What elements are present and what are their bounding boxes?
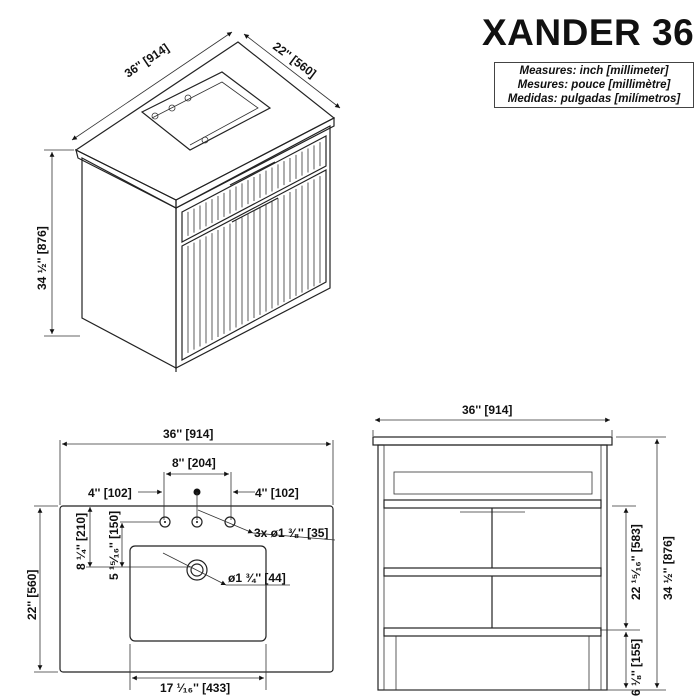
top-drawer-handle (229, 161, 276, 186)
middle-rail (383, 567, 602, 577)
spread-label: 8'' [204] (172, 456, 216, 470)
units-es: Medidas: pulgadas [milímetros] (507, 93, 681, 105)
countertop-front (372, 436, 613, 446)
units-fr: Mesures: pouce [millimètre] (517, 79, 671, 91)
cabinet-height-label: 22 ¹⁵⁄₁₆'' [583] (629, 524, 643, 600)
lower-rail (383, 627, 602, 637)
drain-leader-line (162, 552, 227, 586)
sink-from-holes-label: 5 ¹⁵⁄₁₆'' [150] (107, 511, 121, 580)
holes-leader-line (252, 532, 336, 541)
holes-label: 3x ø1 ⅜'' [35] (254, 526, 328, 540)
faucet-hole (151, 112, 159, 120)
top-view: 36'' [914] 8'' [204] 4'' [102] 4'' [102]… (25, 427, 336, 695)
front-total-height-label: 34 ½'' [876] (661, 536, 675, 600)
bottom-drawer-handle (231, 197, 279, 223)
faucet-hole-right (224, 516, 236, 528)
sink-outline (129, 545, 267, 642)
drain-label: ø1 ¾'' [44] (228, 571, 286, 585)
right-offset-label: 4'' [102] (255, 486, 299, 500)
perspective-view: 36'' [914] 22'' [560] 34 ½'' [876] (35, 31, 341, 372)
drain-from-back-label: 8 ¼'' [210] (74, 513, 88, 570)
cabinet-front (175, 125, 331, 369)
countertop-left-edge (75, 148, 177, 209)
countertop-outline (59, 505, 334, 673)
top-drawer (181, 135, 327, 243)
perspective-width-dimension-line (71, 31, 233, 141)
holes-leader-line (197, 509, 254, 534)
cabinet-side (81, 157, 177, 369)
units-legend: Measures: inch [millimeter] Mesures: pou… (494, 62, 694, 108)
sink-inner-edge (151, 81, 259, 146)
perspective-height-label: 34 ½'' [876] (35, 226, 49, 290)
sink-bowl-profile (393, 471, 593, 495)
faucet-hole-center-mark (196, 521, 198, 523)
upper-rail (383, 499, 602, 509)
top-width-label: 36'' [914] (163, 427, 213, 441)
front-width-label: 36'' [914] (462, 403, 512, 417)
drain-inner (190, 563, 204, 577)
drawer-flutes (187, 142, 321, 353)
left-offset-label: 4'' [102] (88, 486, 132, 500)
bottom-drawer (181, 169, 327, 362)
front-view: 36'' [914] 22 ¹⁵⁄₁₆'' [583] 6 ⅛'' [155] … (372, 403, 675, 696)
drain-outer (186, 559, 208, 581)
sink-basin (140, 71, 272, 151)
faucet-hole-center-mark (164, 521, 166, 523)
units-en: Measures: inch [millimeter] (519, 65, 669, 77)
countertop-front-edge (175, 117, 335, 209)
perspective-depth-dimension-line (243, 33, 341, 109)
sink-width-label: 17 ¹⁄₁₆'' [433] (160, 681, 230, 695)
toe-height-label: 6 ⅛'' [155] (629, 639, 643, 696)
perspective-width-label: 36'' [914] (122, 41, 172, 81)
top-depth-label: 22'' [560] (25, 570, 39, 620)
model-title: XANDER 36 (482, 12, 695, 53)
faucet-hole-center (191, 516, 203, 528)
